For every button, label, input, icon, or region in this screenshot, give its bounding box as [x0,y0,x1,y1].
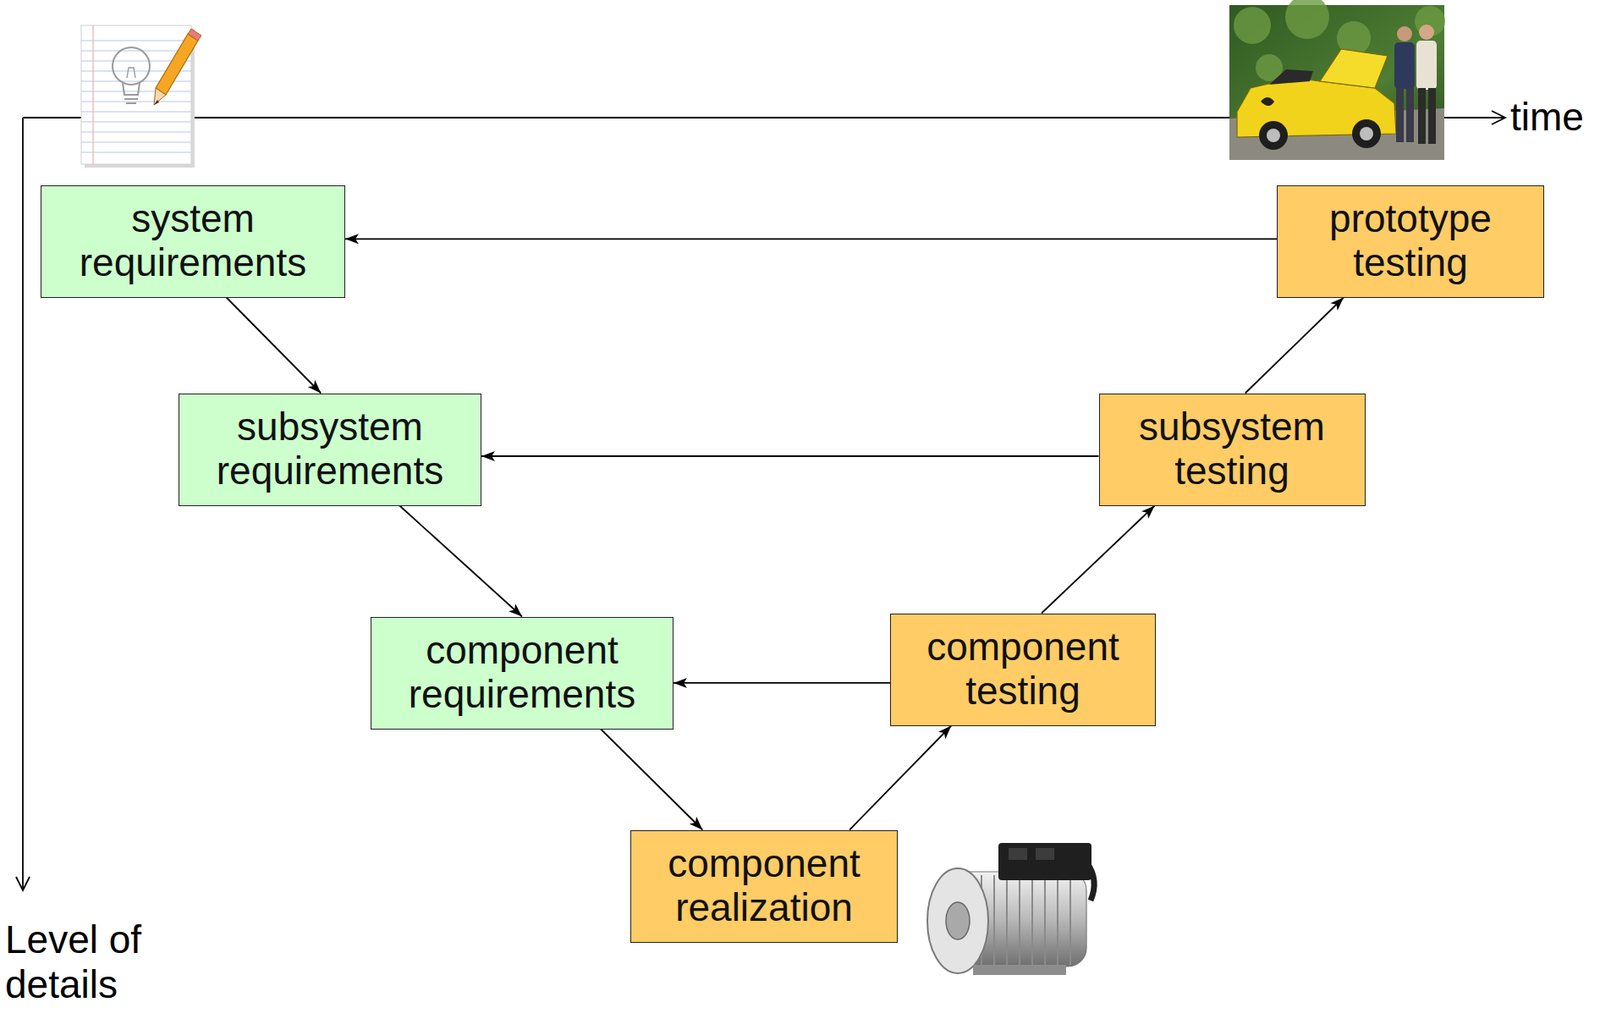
margin-line [92,25,94,165]
testing-box: component testing [890,613,1156,726]
car-hub [1359,126,1374,141]
page [81,25,192,165]
box-text: component testing [902,625,1144,714]
requirements-box: subsystem requirements [178,393,482,506]
detail-axis [21,117,24,891]
testing-box: subsystem testing [1099,393,1366,506]
connector-arrow [849,725,952,831]
car-hood [1319,49,1388,88]
photo-background [1229,5,1445,160]
box-text: subsystem requirements [191,405,469,494]
axis-arrowhead [1491,110,1506,125]
axis-label: time [1510,94,1584,140]
motor-illustration [927,842,1095,975]
motor-cable [1087,863,1095,901]
axis-label: Level of details [5,917,175,1007]
connectors [226,238,1344,830]
motor-shaft [945,901,970,940]
motor-connector [1008,847,1028,860]
box-text: component realization [643,841,886,930]
motor-foot [973,964,1067,975]
connector-arrow [1245,297,1344,394]
motor-terminal-box [998,842,1092,880]
car-wheel [1352,119,1381,149]
realization-box: component realization [630,830,898,943]
connector-arrow [673,681,891,684]
people [1394,24,1437,144]
car-logo [1260,97,1275,106]
car-photo [1229,0,1446,160]
connector-arrow [1041,505,1155,614]
connector-arrow [600,729,703,831]
box-text: prototype testing [1289,197,1532,286]
motor-fins [981,874,1071,965]
motor-connector [1035,847,1055,860]
connector-arrow [226,297,322,394]
pencil [153,28,202,105]
requirements-box: component requirements [370,616,674,730]
notepad-icon [81,25,202,168]
axis-arrowhead [16,876,30,891]
connector-arrow [399,505,523,617]
box-text: subsystem testing [1111,405,1353,494]
testing-box: prototype testing [1276,185,1545,298]
car-hub [1266,128,1281,143]
motor-end-cap [927,868,989,974]
car-wheel [1259,120,1288,150]
lightbulb [112,47,150,104]
connector-arrow [481,455,1100,457]
box-text: component requirements [383,628,661,717]
requirements-box: system requirements [40,185,346,298]
car-window [1269,69,1314,85]
box-text: system requirements [53,197,333,286]
connector-arrow [345,237,1277,240]
